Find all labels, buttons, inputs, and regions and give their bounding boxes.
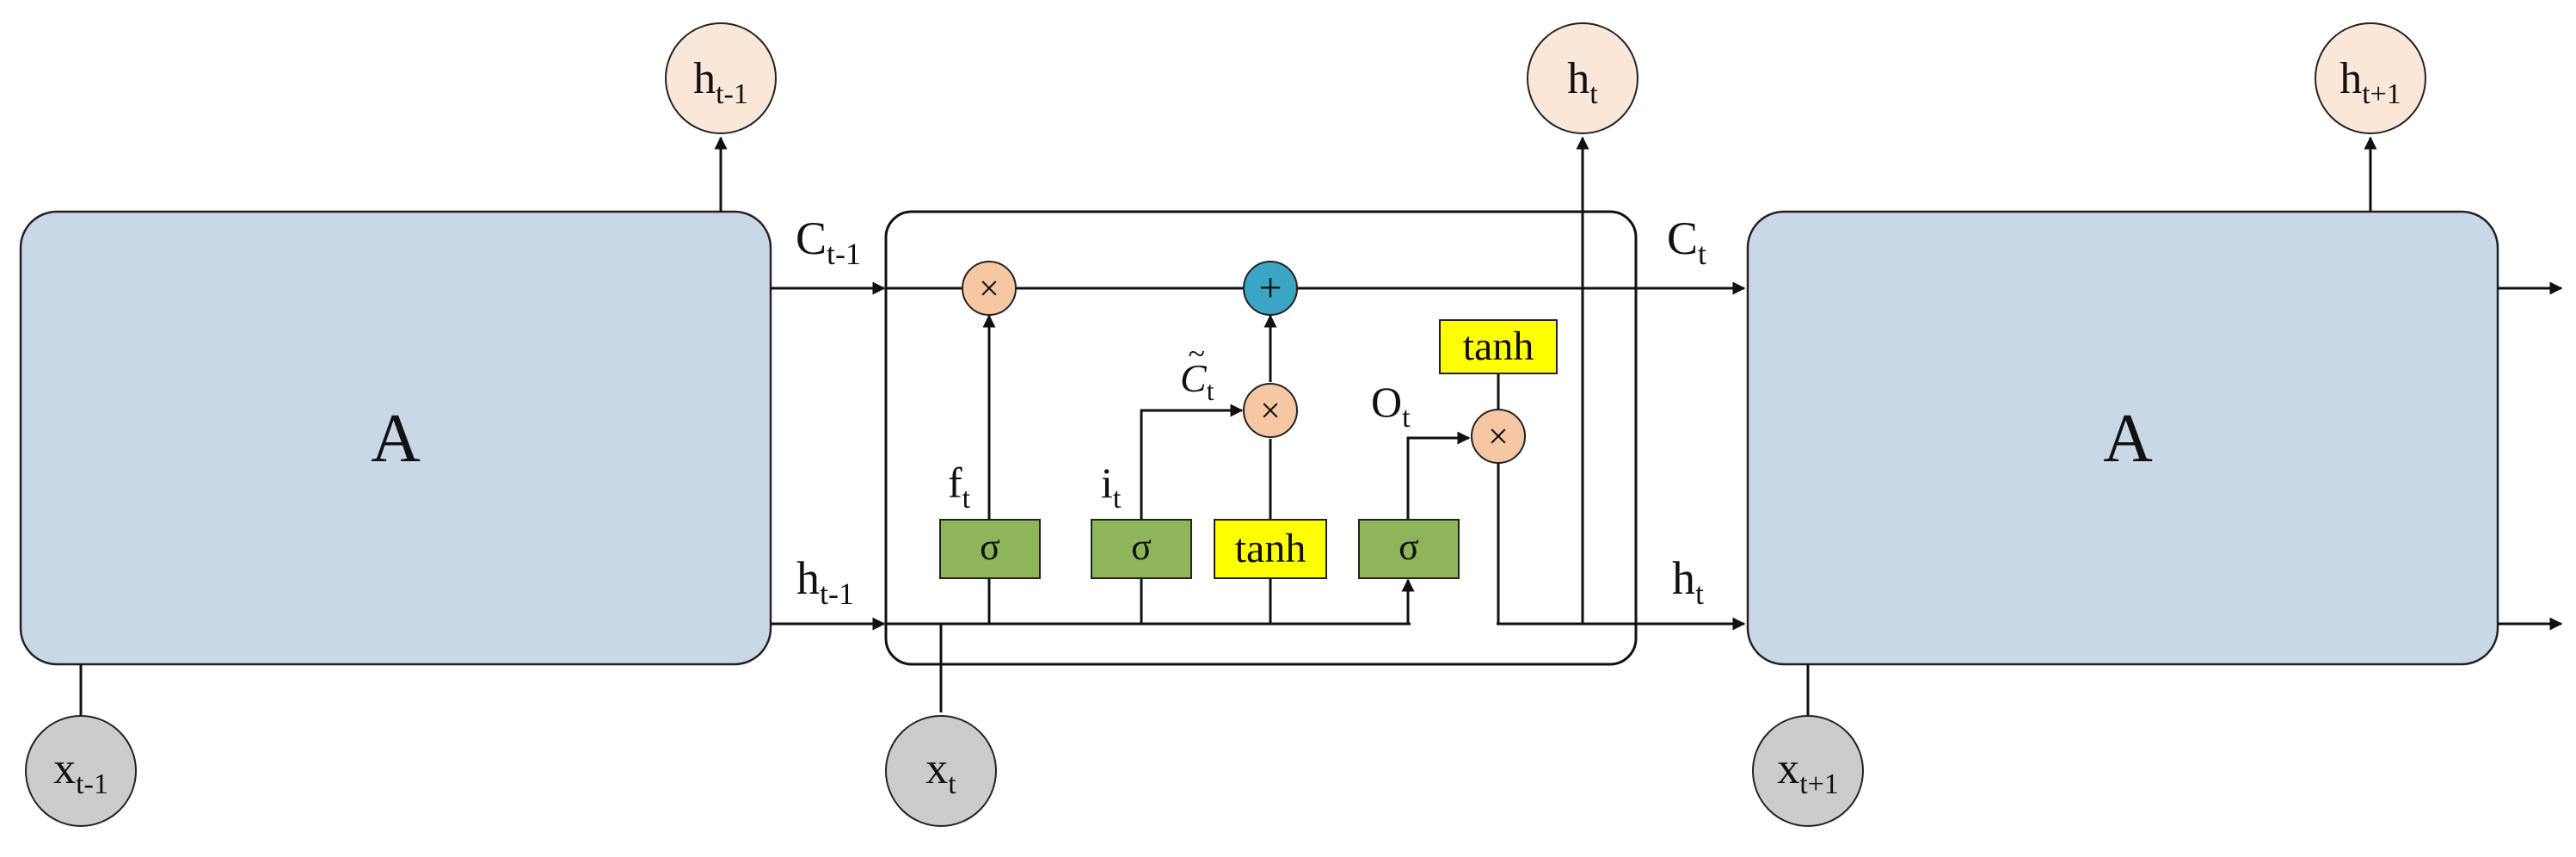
input-gate-sub: t bbox=[1113, 483, 1122, 515]
input-gate-base: i bbox=[1101, 459, 1113, 507]
multiply-symbol: × bbox=[1488, 417, 1509, 457]
candidate-tanh-label: tanh bbox=[1235, 526, 1306, 571]
input-next-sub: t+1 bbox=[1799, 768, 1839, 800]
output-prev-base: h bbox=[693, 54, 716, 103]
candidate-sub: t bbox=[1207, 375, 1214, 406]
right-block bbox=[1746, 210, 2499, 666]
output-tanh-label: tanh bbox=[1463, 324, 1534, 369]
forget-gate-base: f bbox=[948, 459, 962, 507]
svg-text:xt: xt bbox=[925, 744, 956, 800]
input-prev-base: x bbox=[53, 744, 76, 793]
cell-out-sub: t bbox=[1698, 237, 1706, 271]
output-gate-base: O bbox=[1371, 378, 1402, 426]
hidden-in-sub: t-1 bbox=[820, 576, 854, 611]
multiply-symbol: × bbox=[979, 269, 999, 309]
forget-sigma-label: σ bbox=[980, 526, 1000, 568]
output-multiply-op: × bbox=[1471, 409, 1526, 464]
hidden-in-label: ht-1 bbox=[796, 552, 854, 611]
output-sigma-label: σ bbox=[1399, 526, 1419, 568]
input-sigma-gate bbox=[1091, 519, 1192, 579]
input-node-next: xt+1 bbox=[1752, 715, 1864, 827]
forget-multiply-op: × bbox=[962, 261, 1017, 316]
candidate-base: C bbox=[1180, 356, 1208, 400]
output-sigma-gate bbox=[1358, 519, 1460, 579]
forget-gate-label: ft bbox=[948, 459, 971, 515]
input-sigma-label: σ bbox=[1131, 526, 1152, 568]
input-curr-sub: t bbox=[948, 768, 956, 800]
candidate-label: ~ Ct bbox=[1180, 336, 1214, 406]
svg-text:ht: ht bbox=[1567, 54, 1598, 110]
left-block-label: A bbox=[371, 401, 421, 477]
input-prev-sub: t-1 bbox=[76, 768, 108, 800]
svg-text:xt+1: xt+1 bbox=[1777, 744, 1839, 800]
input-next-base: x bbox=[1777, 744, 1799, 793]
hidden-out-label: ht bbox=[1672, 552, 1704, 611]
output-curr-sub: t bbox=[1589, 78, 1598, 110]
candidate-tanh-gate bbox=[1214, 519, 1327, 579]
svg-text:Ct: Ct bbox=[1180, 356, 1214, 406]
output-prev-sub: t-1 bbox=[716, 78, 748, 110]
add-op: + bbox=[1243, 261, 1298, 316]
output-next-sub: t+1 bbox=[2362, 78, 2401, 110]
input-multiply-op: × bbox=[1243, 383, 1298, 438]
output-curr-base: h bbox=[1567, 54, 1589, 103]
output-tanh-gate bbox=[1439, 319, 1558, 374]
cell-in-base: C bbox=[796, 213, 827, 264]
input-gate-arrow bbox=[1140, 404, 1244, 520]
right-block-label: A bbox=[2103, 401, 2153, 477]
input-node-curr: xt bbox=[885, 715, 997, 827]
svg-text:ht-1: ht-1 bbox=[693, 54, 748, 110]
output-node-curr: ht bbox=[1527, 22, 1638, 134]
multiply-symbol: × bbox=[1260, 392, 1281, 431]
output-gate-label: Ot bbox=[1371, 378, 1411, 434]
candidate-tilde: ~ bbox=[1188, 336, 1204, 371]
add-symbol: + bbox=[1258, 265, 1282, 311]
cell-out-base: C bbox=[1667, 213, 1698, 264]
output-node-prev: ht-1 bbox=[665, 22, 777, 134]
output-next-base: h bbox=[2339, 54, 2362, 103]
output-gate-sub: t bbox=[1402, 402, 1411, 434]
hidden-in-base: h bbox=[796, 552, 820, 604]
cell-in-label: Ct-1 bbox=[796, 213, 861, 271]
cell-in-sub: t-1 bbox=[827, 237, 861, 271]
input-gate-label: it bbox=[1101, 459, 1122, 515]
svg-text:ht+1: ht+1 bbox=[2339, 54, 2401, 110]
input-node-prev: xt-1 bbox=[25, 715, 137, 827]
svg-text:xt-1: xt-1 bbox=[53, 744, 108, 800]
output-node-next: ht+1 bbox=[2315, 22, 2426, 134]
hidden-out-base: h bbox=[1672, 552, 1695, 604]
hidden-out-sub: t bbox=[1695, 576, 1704, 611]
forget-sigma-gate bbox=[939, 519, 1041, 579]
forget-gate-sub: t bbox=[962, 483, 971, 515]
input-curr-base: x bbox=[925, 744, 948, 793]
output-mult-down-line bbox=[1497, 463, 1500, 626]
output-gate-up-arrow bbox=[1406, 431, 1471, 520]
lstm-cell bbox=[884, 210, 1638, 666]
cell-out-label: Ct bbox=[1667, 213, 1706, 271]
left-block bbox=[19, 210, 772, 666]
